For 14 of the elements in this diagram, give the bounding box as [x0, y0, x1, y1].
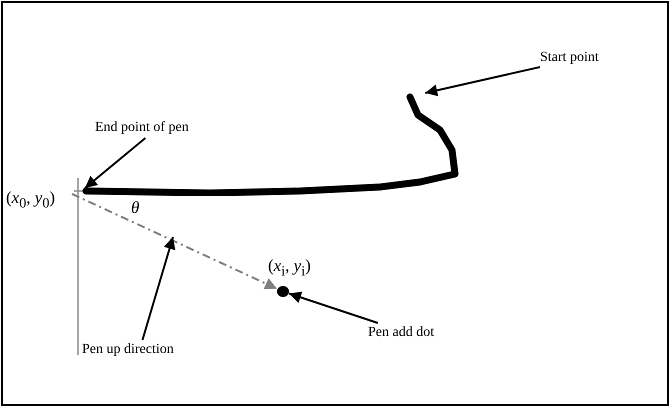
leader-arrow	[142, 236, 176, 340]
leader-arrow	[288, 292, 378, 324]
callout-text: Start point	[540, 48, 620, 68]
leader-arrow	[425, 66, 540, 96]
coordinate-label: (x$_{i}$, y$_{i}$)	[268, 255, 312, 282]
angle-label: θ	[131, 198, 140, 218]
callout-text: Pen up direction	[82, 340, 197, 360]
pen-stroke-drawing	[82, 93, 460, 196]
pen-dot	[277, 286, 289, 297]
leader-arrow	[84, 137, 146, 189]
callout-text: End point of pen	[95, 118, 220, 138]
callout-text: Pen add dot	[368, 323, 448, 343]
direction-arrow	[72, 193, 278, 290]
coordinate-label: (x$_{0}$, y$_{0}$)	[6, 188, 72, 212]
